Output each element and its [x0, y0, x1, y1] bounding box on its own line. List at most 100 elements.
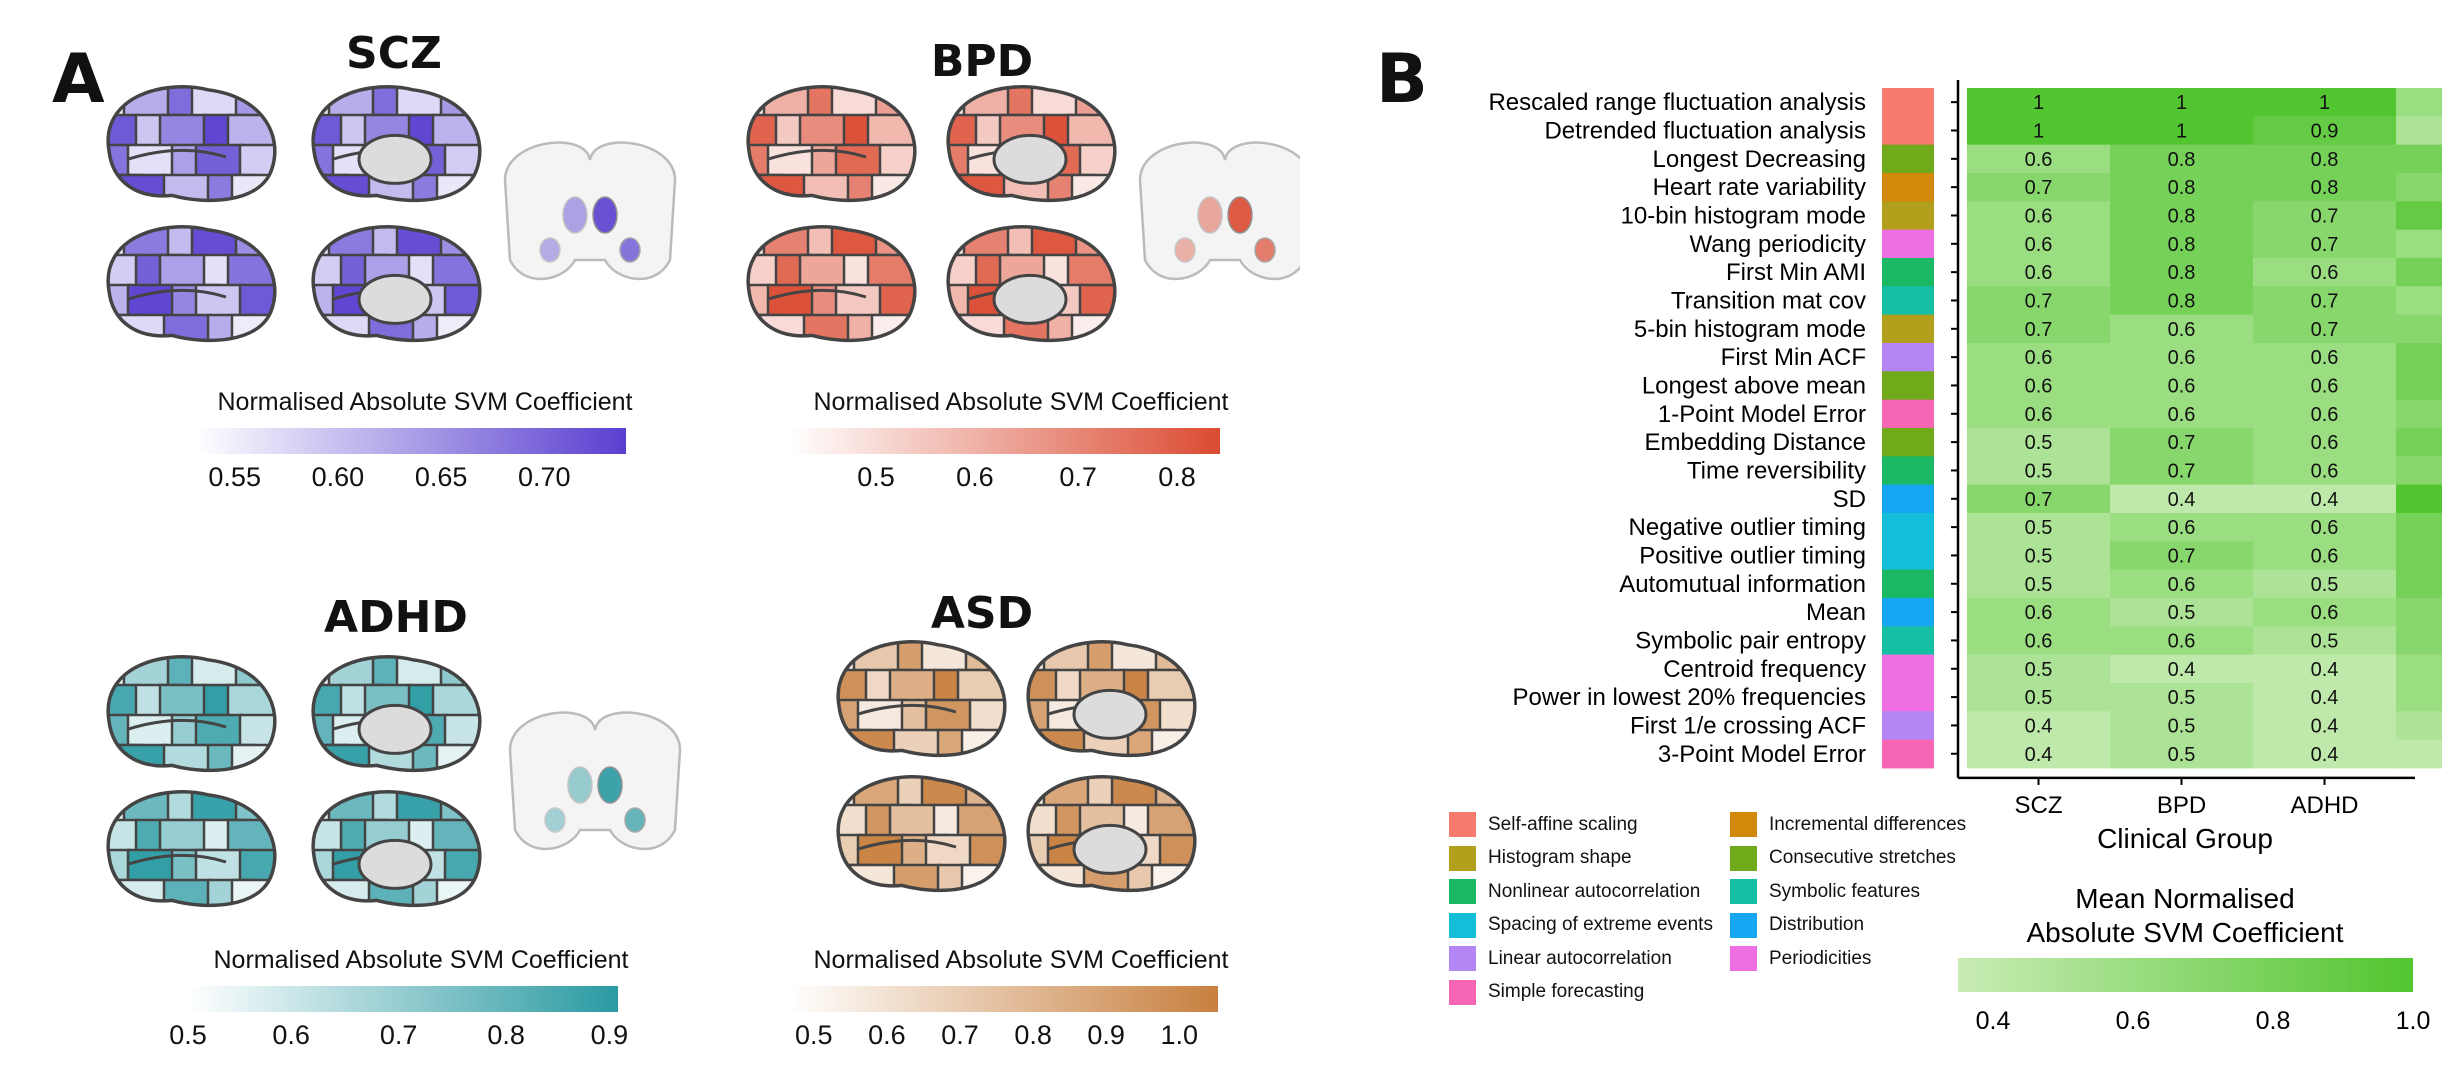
heatmap-cell — [2253, 229, 2397, 259]
heatmap-cell-value: 0.8 — [2168, 290, 2196, 312]
legend-swatch — [1730, 879, 1757, 904]
heatmap-cell — [2110, 229, 2254, 259]
heatmap-cell-value: 0.8 — [2168, 149, 2196, 171]
asd-colorbar-tick: 0.5 — [795, 1020, 833, 1050]
heatmap-colorbar — [1958, 958, 2413, 992]
heatmap-cell-value: 0.6 — [2311, 432, 2339, 454]
legend-label: Periodicities — [1769, 947, 1872, 969]
heatmap-cell — [2110, 257, 2254, 287]
heatmap-cell-value: 0.4 — [2025, 715, 2053, 737]
heatmap-cell-value: 0.5 — [2025, 687, 2053, 709]
heatmap-cell — [2396, 286, 2442, 316]
heatmap-cell — [1967, 654, 2111, 684]
asd-title: ASD — [930, 588, 1034, 639]
heatmap-cell — [2110, 626, 2254, 656]
category-swatch — [1882, 739, 1934, 769]
heatmap-cell — [1967, 314, 2111, 344]
heatmap-cell — [1967, 512, 2111, 542]
heatmap-cell-value: 0.4 — [2025, 744, 2053, 766]
heatmap-cell — [1967, 144, 2111, 174]
category-swatch — [1882, 88, 1934, 117]
heatmap-cell-value: 0.6 — [2025, 375, 2053, 397]
heatmap-cell-value: 1 — [2176, 92, 2187, 114]
heatmap-cell — [2253, 626, 2397, 656]
heatmap-cell-value: 1 — [2033, 92, 2044, 114]
heatmap-colorbar-tick: 1.0 — [2396, 1007, 2431, 1035]
legend-label: Simple forecasting — [1488, 981, 1645, 1002]
heatmap-cell — [2396, 484, 2442, 514]
heatmap-cell — [2110, 512, 2254, 542]
heatmap-row-label: First Min AMI — [1726, 259, 1866, 286]
scz-colorbar-tick: 0.65 — [414, 462, 468, 492]
heatmap-cell — [2110, 399, 2254, 429]
heatmap-row-label: Longest above mean — [1642, 372, 1866, 399]
legend-item: Spacing of extreme events — [1449, 912, 1713, 938]
heatmap-cell-value: 0.7 — [2025, 489, 2053, 511]
scz-colorbar-title: Normalised Absolute SVM Coefficient — [217, 388, 633, 416]
heatmap-cell — [1967, 456, 2111, 486]
asd-colorbar — [788, 986, 1218, 1012]
heatmap-row-label: Mean — [1806, 599, 1866, 626]
heatmap-row-label: Power in lowest 20% frequencies — [1512, 684, 1866, 711]
heatmap-cell-value: 0.6 — [2168, 404, 2196, 426]
legend-label: Incremental differences — [1769, 813, 1967, 835]
category-swatch — [1882, 144, 1934, 174]
legend-swatch — [1449, 912, 1476, 938]
heatmap-cell — [2253, 682, 2397, 712]
x-tick-label: BPD — [2157, 792, 2206, 819]
heatmap-cell — [2110, 654, 2254, 684]
heatmap-row-label: Embedding Distance — [1645, 429, 1866, 456]
category-swatch — [1882, 257, 1934, 287]
heatmap-colorbar-title-line1: Mean Normalised — [2075, 883, 2294, 914]
heatmap-colorbar-title-line2: Absolute SVM Coefficient — [2027, 917, 2344, 948]
bpd-colorbar-tick: 0.8 — [1158, 462, 1196, 492]
heatmap-cell-value: 0.8 — [2168, 205, 2196, 227]
heatmap-cell-value: 0.6 — [2025, 347, 2053, 369]
bpd-colorbar-title: Normalised Absolute SVM Coefficient — [813, 388, 1229, 416]
adhd-colorbar-tick: 0.7 — [379, 1020, 418, 1050]
category-swatch — [1882, 342, 1934, 372]
heatmap-cell — [2253, 286, 2397, 316]
heatmap-cell — [2110, 541, 2254, 571]
heatmap-cell-value: 0.5 — [2168, 715, 2196, 737]
heatmap-cell — [2110, 201, 2254, 231]
category-swatch — [1882, 626, 1934, 656]
heatmap-cell — [2396, 626, 2442, 656]
heatmap-row-label: 3-Point Model Error — [1658, 741, 1866, 768]
heatmap-row-label: Wang periodicity — [1689, 231, 1866, 258]
heatmap-cell-value: 0.4 — [2311, 687, 2339, 709]
heatmap-cell — [1967, 682, 2111, 712]
heatmap-cell — [1967, 711, 2111, 741]
heatmap-cell-value: 0.8 — [2311, 149, 2339, 171]
heatmap-cell-value: 0.5 — [2168, 744, 2196, 766]
legend-swatch — [1730, 946, 1757, 971]
heatmap-row-label: Rescaled range fluctuation analysis — [1488, 89, 1866, 116]
adhd-colorbar-tick: 0.6 — [272, 1020, 310, 1050]
heatmap-cell-value: 0.4 — [2311, 715, 2339, 737]
heatmap-cell — [2110, 314, 2254, 344]
heatmap-cell-value: 0.7 — [2025, 177, 2053, 199]
heatmap-cell — [1967, 116, 2111, 146]
heatmap-cell-value: 0.7 — [2025, 290, 2053, 312]
heatmap-cell-value: 0.6 — [2025, 205, 2053, 227]
heatmap-cell — [2396, 116, 2442, 146]
heatmap-cell — [2253, 88, 2397, 117]
heatmap-cell-value: 0.7 — [2168, 432, 2196, 454]
asd-colorbar-tick: 1.0 — [1160, 1020, 1199, 1050]
heatmap-cell — [2110, 682, 2254, 712]
heatmap-cell — [2253, 314, 2397, 344]
heatmap-cell-value: 0.8 — [2168, 262, 2196, 284]
heatmap-cell — [2110, 371, 2254, 401]
heatmap-cell — [1967, 371, 2111, 401]
heatmap-cell — [2396, 201, 2442, 231]
heatmap-cell — [2396, 569, 2442, 599]
category-swatch — [1882, 427, 1934, 457]
legend-label: Self-affine scaling — [1488, 813, 1638, 835]
heatmap-cell — [2396, 172, 2442, 202]
heatmap-cell — [2396, 342, 2442, 372]
heatmap-row-label: 10-bin histogram mode — [1621, 202, 1866, 229]
heatmap-colorbar-tick: 0.4 — [1976, 1007, 2011, 1035]
heatmap-cell — [2396, 399, 2442, 429]
heatmap-cell-value: 0.5 — [2025, 432, 2053, 454]
heatmap-cell-value: 0.6 — [2168, 375, 2196, 397]
